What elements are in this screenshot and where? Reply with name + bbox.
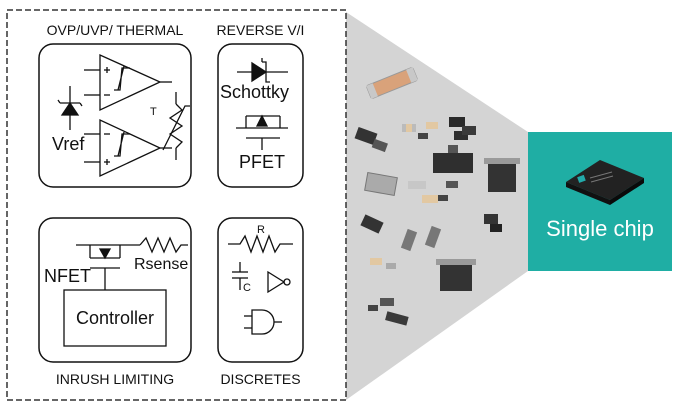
- capacitor-label: C: [243, 282, 251, 294]
- zener-diode-icon: [57, 86, 83, 130]
- vref-label: Vref: [52, 134, 85, 154]
- nfet-label: NFET: [44, 266, 91, 286]
- comparator-bottom-icon: [84, 118, 172, 178]
- single-chip-label: Single chip: [546, 216, 654, 241]
- single-chip-tile: [528, 132, 672, 271]
- discretes-title: DISCRETES: [220, 371, 301, 387]
- nfet-icon: [76, 244, 140, 290]
- ic-chip-icon: [566, 160, 644, 205]
- thermistor-icon: [162, 92, 190, 160]
- rsense-resistor-icon: [139, 236, 188, 254]
- funnel-shape: [346, 12, 528, 400]
- capacitor-icon: [232, 262, 248, 290]
- rsense-label: Rsense: [134, 256, 189, 273]
- controller-box: [63, 289, 167, 347]
- discretes-box: [217, 217, 304, 363]
- reverse-title: REVERSE V/I: [216, 22, 305, 38]
- controller-label: Controller: [75, 308, 155, 328]
- and-gate-icon: [244, 309, 282, 335]
- resistor-label: R: [257, 224, 265, 236]
- protection-title: OVP/UVP/ THERMAL: [46, 22, 184, 38]
- schottky-label: Schottky: [220, 82, 290, 102]
- comparator-top-icon: [84, 53, 172, 112]
- discrete-parts-icon: [354, 67, 520, 326]
- resistor-icon: [228, 234, 293, 254]
- inverter-gate-icon: [267, 270, 291, 294]
- pfet-label: PFET: [239, 152, 286, 172]
- inrush-title: INRUSH LIMITING: [55, 371, 175, 387]
- thermistor-label: T: [150, 106, 157, 118]
- schottky-diode-icon: [237, 58, 288, 83]
- pfet-icon: [236, 114, 288, 150]
